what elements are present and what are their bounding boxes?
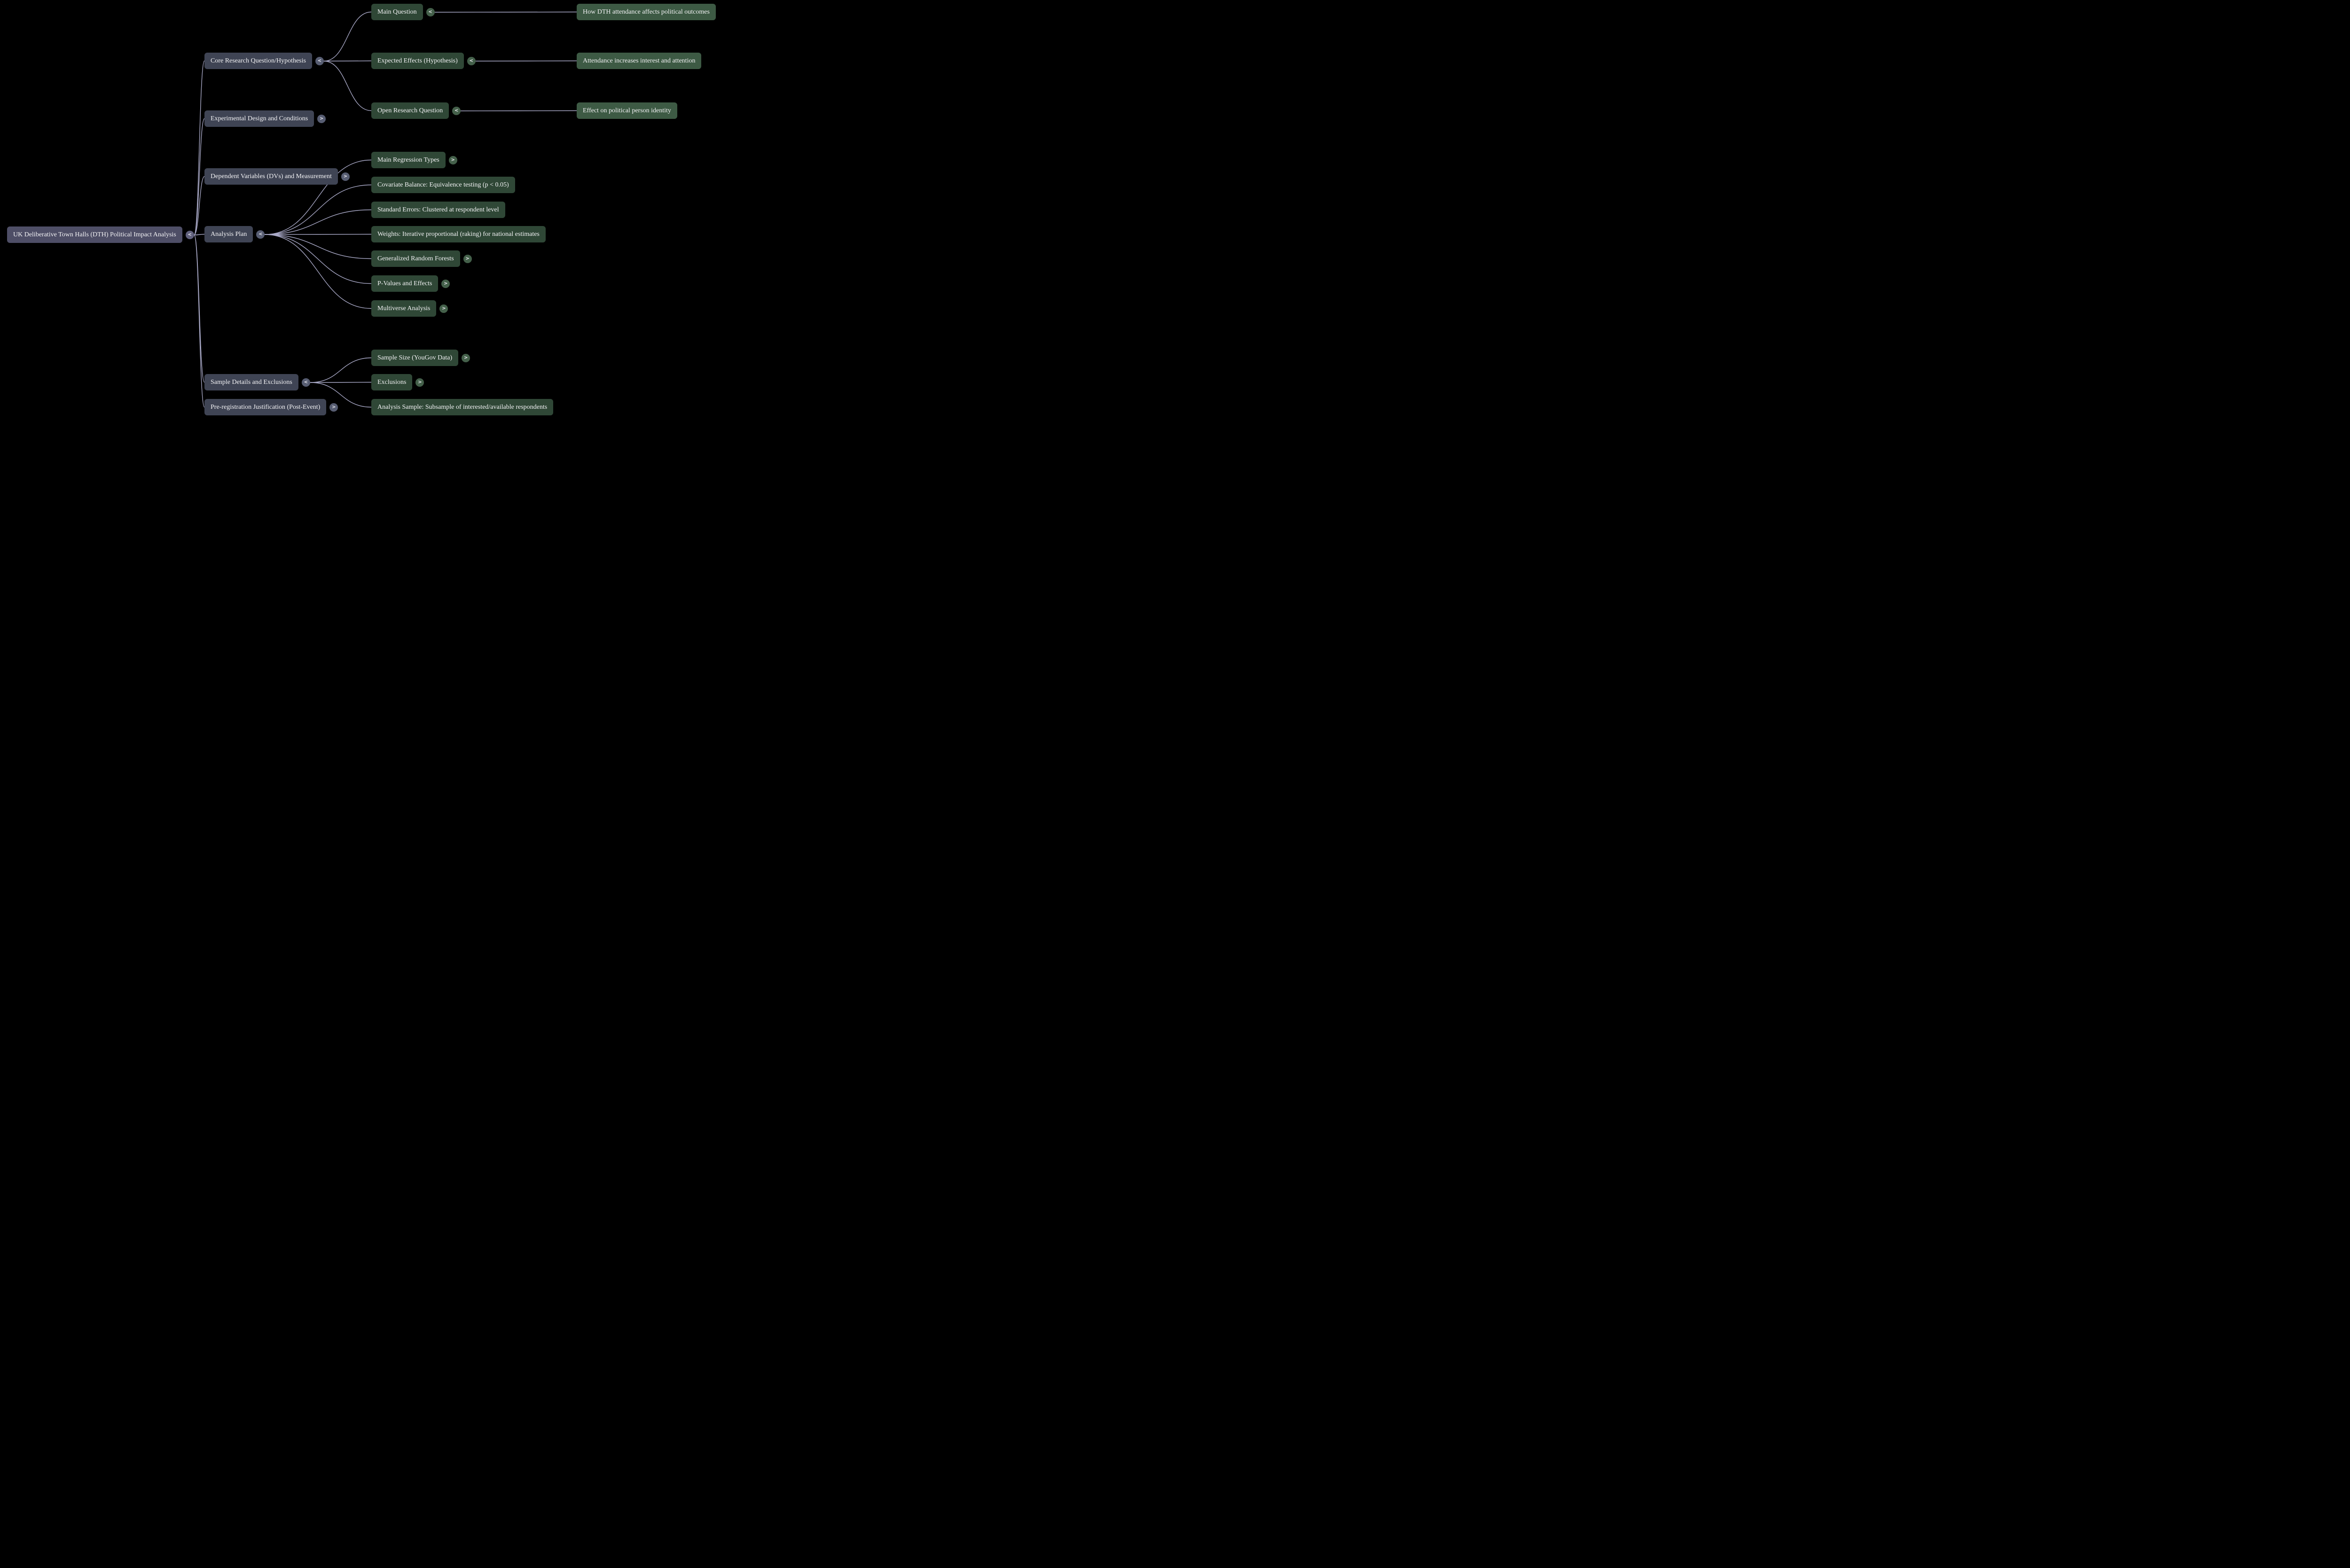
tree-edge: [264, 234, 372, 284]
node-wrap-main-question: Main Question <: [371, 4, 435, 20]
node-experimental-design[interactable]: Experimental Design and Conditions: [204, 110, 314, 127]
collapse-toggle-root[interactable]: <: [185, 230, 194, 239]
node-dependent-variables[interactable]: Dependent Variables (DVs) and Measuremen…: [204, 168, 338, 185]
node-sample-size-yougov[interactable]: Sample Size (YouGov Data): [371, 350, 459, 366]
expand-toggle-exclusions[interactable]: >: [415, 378, 424, 387]
collapse-toggle-analysis-plan[interactable]: <: [256, 230, 265, 239]
node-wrap-attendance-outcomes: How DTH attendance affects political out…: [577, 4, 716, 20]
node-wrap-dependent-variables: Dependent Variables (DVs) and Measuremen…: [204, 168, 350, 185]
expand-toggle-preregistration[interactable]: >: [329, 403, 338, 412]
node-effect-political-identity[interactable]: Effect on political person identity: [577, 102, 677, 119]
tree-edge: [264, 234, 372, 309]
node-main-regression-types[interactable]: Main Regression Types: [371, 152, 446, 168]
tree-edge: [264, 184, 372, 235]
tree-edge: [264, 159, 372, 235]
expand-toggle-p-values[interactable]: >: [441, 279, 450, 288]
tree-edge: [310, 382, 372, 383]
tree-edge: [194, 234, 205, 383]
edge-layer: [194, 11, 577, 408]
tree-edge: [194, 234, 205, 235]
expand-toggle-multiverse-analysis[interactable]: >: [439, 304, 448, 313]
node-standard-errors[interactable]: Standard Errors: Clustered at respondent…: [371, 202, 505, 218]
node-wrap-covariate-balance: Covariate Balance: Equivalence testing (…: [371, 177, 515, 193]
node-wrap-regression-types: Main Regression Types >: [371, 152, 457, 168]
expand-toggle-dependent-variables[interactable]: >: [341, 172, 350, 181]
node-wrap-standard-errors: Standard Errors: Clustered at respondent…: [371, 202, 505, 218]
tree-edge: [323, 61, 372, 111]
node-open-research-question[interactable]: Open Research Question: [371, 102, 449, 119]
node-preregistration-justification[interactable]: Pre-registration Justification (Post-Eve…: [204, 399, 327, 415]
node-wrap-p-values: P-Values and Effects >: [371, 275, 450, 292]
node-wrap-analysis-sample: Analysis Sample: Subsample of interested…: [371, 399, 554, 415]
expand-toggle-sample-size[interactable]: >: [462, 353, 470, 362]
node-wrap-multiverse-analysis: Multiverse Analysis >: [371, 300, 448, 317]
expand-toggle-regression-types[interactable]: >: [448, 156, 457, 164]
tree-edge: [264, 234, 372, 235]
node-wrap-expected-effects: Expected Effects (Hypothesis) <: [371, 53, 476, 69]
node-analysis-sample[interactable]: Analysis Sample: Subsample of interested…: [371, 399, 554, 415]
node-generalized-random-forests[interactable]: Generalized Random Forests: [371, 250, 460, 267]
node-wrap-attendance-interest: Attendance increases interest and attent…: [577, 53, 702, 69]
node-wrap-sample-size: Sample Size (YouGov Data) >: [371, 350, 470, 366]
tree-edge: [194, 176, 205, 235]
node-sample-details[interactable]: Sample Details and Exclusions: [204, 374, 298, 390]
node-covariate-balance[interactable]: Covariate Balance: Equivalence testing (…: [371, 177, 515, 193]
node-weights-raking[interactable]: Weights: Iterative proportional (raking)…: [371, 226, 546, 242]
node-attendance-affects-outcomes[interactable]: How DTH attendance affects political out…: [577, 4, 716, 20]
node-wrap-open-research-question: Open Research Question <: [371, 102, 461, 119]
tree-edge: [194, 60, 205, 235]
tree-edge: [264, 234, 372, 259]
mindmap-canvas: UK Deliberative Town Halls (DTH) Politic…: [0, 0, 733, 421]
tree-edge: [323, 11, 372, 62]
node-multiverse-analysis[interactable]: Multiverse Analysis: [371, 300, 437, 317]
expand-toggle-experimental-design[interactable]: >: [317, 114, 326, 123]
tree-edge: [323, 60, 372, 62]
tree-edge: [310, 382, 372, 408]
node-expected-effects[interactable]: Expected Effects (Hypothesis): [371, 53, 464, 69]
tree-edge: [310, 357, 372, 383]
expand-toggle-generalized-random-forests[interactable]: >: [463, 254, 472, 263]
node-root[interactable]: UK Deliberative Town Halls (DTH) Politic…: [7, 226, 182, 243]
node-p-values-and-effects[interactable]: P-Values and Effects: [371, 275, 439, 292]
node-attendance-increases-interest[interactable]: Attendance increases interest and attent…: [577, 53, 702, 69]
node-wrap-core-research: Core Research Question/Hypothesis <: [204, 53, 324, 69]
tree-edge: [434, 11, 577, 13]
node-wrap-sample-details: Sample Details and Exclusions <: [204, 374, 310, 390]
node-wrap-analysis-plan: Analysis Plan <: [204, 226, 265, 242]
collapse-toggle-open-research-question[interactable]: <: [452, 106, 461, 115]
tree-edge: [264, 209, 372, 235]
tree-edge: [475, 60, 577, 62]
node-wrap-weights: Weights: Iterative proportional (raking)…: [371, 226, 546, 242]
node-wrap-experimental-design: Experimental Design and Conditions >: [204, 110, 326, 127]
node-wrap-generalized-random-forests: Generalized Random Forests >: [371, 250, 472, 267]
node-exclusions[interactable]: Exclusions: [371, 374, 413, 390]
node-analysis-plan[interactable]: Analysis Plan: [204, 226, 253, 242]
node-main-question[interactable]: Main Question: [371, 4, 423, 20]
tree-edge: [194, 118, 205, 235]
node-core-research-question[interactable]: Core Research Question/Hypothesis: [204, 53, 312, 69]
collapse-toggle-expected-effects[interactable]: <: [467, 56, 476, 65]
collapse-toggle-core-research[interactable]: <: [315, 56, 324, 65]
node-wrap-preregistration: Pre-registration Justification (Post-Eve…: [204, 399, 338, 415]
node-wrap-political-identity: Effect on political person identity: [577, 102, 677, 119]
node-wrap-root: UK Deliberative Town Halls (DTH) Politic…: [7, 226, 194, 243]
node-wrap-exclusions: Exclusions >: [371, 374, 424, 390]
collapse-toggle-sample-details[interactable]: <: [301, 378, 310, 387]
collapse-toggle-main-question[interactable]: <: [426, 8, 435, 16]
tree-edge: [194, 234, 205, 408]
